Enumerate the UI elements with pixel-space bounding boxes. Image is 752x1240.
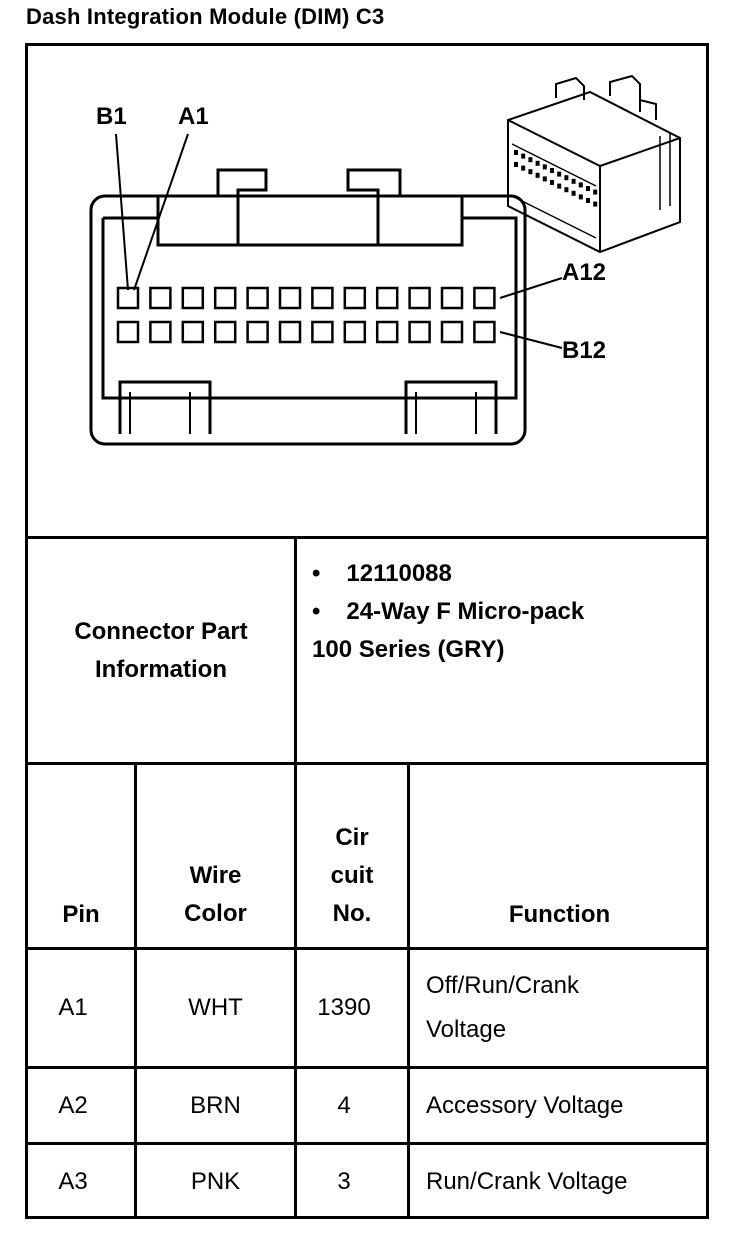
table-row-pin: A1 xyxy=(58,994,88,1021)
a1-leader xyxy=(133,133,189,291)
mini-pin xyxy=(593,201,598,207)
mini-pin xyxy=(557,171,562,177)
divider-row1 xyxy=(25,1066,709,1069)
label-b1: B1 xyxy=(96,103,127,130)
document-frame xyxy=(25,43,709,1219)
mini-pin xyxy=(586,186,590,191)
pin-cavity xyxy=(343,286,367,310)
connector-cavity xyxy=(101,196,518,400)
b1-leader xyxy=(115,133,129,291)
pin-cavity xyxy=(149,286,172,310)
divider-vertical-info xyxy=(294,536,297,950)
pin-cavity xyxy=(213,286,237,310)
table-row-circuit: 4 xyxy=(337,1091,351,1119)
connector-description: 24-Way F Micro-pack xyxy=(346,598,585,625)
pin-cavity xyxy=(440,286,464,310)
divider-diagram xyxy=(25,536,709,539)
table-row-wire-color: PNK xyxy=(190,1167,241,1195)
divider-col-pin xyxy=(134,762,137,1218)
pin-cavity xyxy=(473,320,496,344)
mini-pin xyxy=(542,176,547,182)
part-number: 12110088 xyxy=(346,560,452,587)
mini-pin xyxy=(542,164,547,170)
header-pin: Pin xyxy=(62,901,100,928)
table-row-wire-color: WHT xyxy=(188,994,243,1021)
mini-pin xyxy=(571,178,576,184)
b12-leader xyxy=(499,331,563,349)
left-latch xyxy=(216,168,268,245)
divider-info xyxy=(25,762,709,765)
mini-pin xyxy=(521,165,526,171)
description-line: •24-Way F Micro-pack xyxy=(312,598,585,625)
mini-pin xyxy=(521,153,526,159)
label-b12: B12 xyxy=(562,337,606,364)
pin-cavity xyxy=(408,286,431,310)
right-latch xyxy=(346,168,402,245)
mini-pin xyxy=(550,168,554,173)
divider-col-circuit xyxy=(407,762,410,1218)
table-row-function: Off/Run/Crank Voltage xyxy=(426,972,579,1043)
part-number-line: •12110088 xyxy=(312,560,452,587)
right-foot xyxy=(404,380,498,434)
mini-pin xyxy=(571,190,576,196)
pin-cavity xyxy=(375,320,399,344)
connector-3d-icon xyxy=(507,74,681,254)
divider-row2 xyxy=(25,1142,709,1145)
mini-pin xyxy=(550,180,554,185)
table-row-function: Accessory Voltage xyxy=(426,1091,624,1119)
mini-pin xyxy=(578,194,583,200)
pin-cavity xyxy=(440,320,464,344)
mini-pin xyxy=(528,157,533,163)
pin-cavity xyxy=(213,320,237,344)
mini-pin xyxy=(528,169,533,175)
table-row-wire-color: BRN xyxy=(190,1091,241,1119)
divider-col-wire xyxy=(294,762,297,1218)
pin-cavity xyxy=(311,286,334,310)
mini-pin xyxy=(593,189,598,195)
pin-cavity xyxy=(246,320,269,344)
mini-pin xyxy=(514,162,518,167)
header-function: Function xyxy=(508,901,611,928)
left-foot xyxy=(118,380,212,434)
pin-cavity xyxy=(343,320,367,344)
pin-cavity xyxy=(278,320,302,344)
connector-diagram: B1 A1 A12 B12 xyxy=(89,74,681,446)
pin-cavity xyxy=(116,320,140,344)
pin-cavity xyxy=(278,286,302,310)
table-row-circuit: 1390 xyxy=(317,994,371,1021)
pin-cavity xyxy=(181,320,205,344)
table-row-pin: A3 xyxy=(58,1167,88,1195)
series-line: 100 Series (GRY) xyxy=(312,636,505,663)
label-a1: A1 xyxy=(178,103,209,130)
mini-pin xyxy=(535,172,540,178)
mini-pin xyxy=(578,182,583,188)
header-circuit: Cir cuit No. xyxy=(330,824,374,927)
pin-cavity xyxy=(149,320,172,344)
pin-cavity xyxy=(246,286,269,310)
page-title: Dash Integration Module (DIM) C3 xyxy=(26,4,385,29)
connector-info-label: Connector Part Information xyxy=(74,617,248,683)
mini-pin xyxy=(564,187,569,193)
divider-header xyxy=(25,947,709,950)
mini-pin xyxy=(564,175,569,181)
mini-pin xyxy=(514,150,518,155)
table-row-function: Run/Crank Voltage xyxy=(426,1167,628,1195)
mini-pin xyxy=(557,183,562,189)
mini-pin xyxy=(586,198,590,203)
header-wire-color: Wire Color xyxy=(184,862,247,927)
a12-leader xyxy=(499,277,563,299)
pin-cavity xyxy=(181,286,205,310)
label-a12: A12 xyxy=(562,259,606,286)
pin-cavity xyxy=(473,286,496,310)
table-row-pin: A2 xyxy=(58,1091,88,1119)
pin-cavity xyxy=(375,286,399,310)
pin-cavity xyxy=(311,320,334,344)
table-row-circuit: 3 xyxy=(337,1167,351,1195)
connector-housing xyxy=(89,194,527,446)
mini-pin xyxy=(535,160,540,166)
pin-cavity xyxy=(408,320,431,344)
pin-cavity xyxy=(116,286,140,310)
